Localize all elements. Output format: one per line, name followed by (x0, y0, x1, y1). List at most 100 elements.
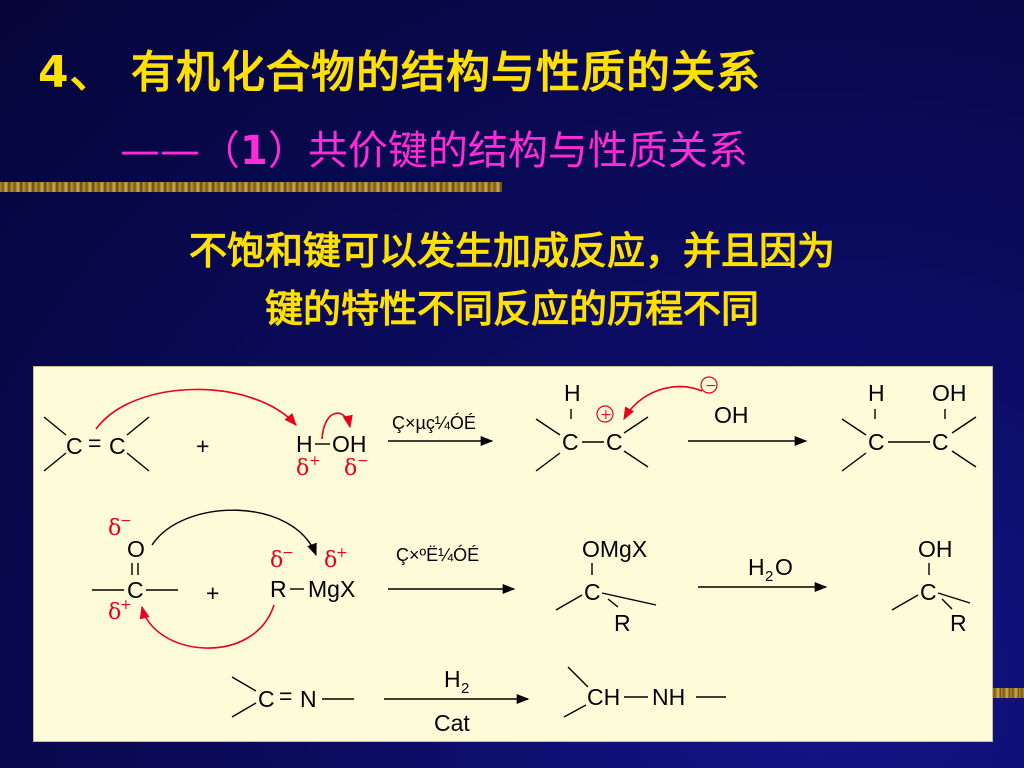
subtitle-dash: —— (120, 128, 200, 174)
decorative-divider-right (992, 688, 1024, 698)
water-subscript: 2 (765, 568, 773, 585)
water-h: H (296, 431, 313, 457)
bond (567, 666, 589, 688)
reaction-1: C = C + H OH δ + δ − Ç×µç¼ÓÉ H C (43, 376, 977, 481)
grignard-r: R (270, 576, 287, 602)
plus-sign: + (206, 580, 219, 606)
decorative-divider (0, 182, 502, 192)
bond (623, 416, 649, 434)
hydrogen-reagent: H (444, 666, 461, 692)
carbonyl-oxygen: O (127, 536, 145, 562)
title-number: 4 (38, 47, 70, 98)
grignard-r-partial-sign: − (282, 545, 294, 561)
intermediate-r: R (614, 610, 631, 636)
bond (43, 416, 67, 436)
subtitle-close-paren: ） (267, 128, 308, 174)
imine-carbon: C (258, 686, 275, 712)
hydroxide: OH (714, 402, 749, 428)
carbonyl-o-partial-delta: δ (108, 516, 121, 541)
intermediate-carbon-1: C (562, 429, 579, 455)
alkene-carbon-2: C (109, 433, 126, 459)
intermediate-carbon-2: C (606, 429, 623, 455)
plus-sign: + (196, 433, 209, 459)
bond (535, 418, 561, 436)
bond (951, 450, 977, 468)
statement-line-1: 不饱和键可以发生加成反应，并且因为 (188, 228, 835, 273)
imine-nitrogen: N (300, 686, 317, 712)
water-oh: OH (332, 431, 367, 457)
reaction-condition: Ç×ºË¼ÓÉ (396, 544, 479, 565)
grignard-mg-partial-delta: δ (324, 548, 337, 573)
statement-text: 不饱和键可以发生加成反应，并且因为 键的特性不同反应的历程不同 (40, 222, 984, 338)
electron-arrow (321, 412, 353, 440)
grignard-mgx: MgX (308, 576, 355, 602)
partial-negative-delta: δ (344, 456, 357, 481)
water-o: O (775, 554, 793, 580)
water-h: H (748, 554, 765, 580)
bond (891, 594, 919, 611)
carbonyl-c-partial-delta: δ (108, 600, 121, 625)
hydrogen-subscript: 2 (461, 680, 469, 697)
bond (231, 676, 257, 692)
title-separator: 、 (69, 47, 115, 98)
page-title: 4、 有机化合物的结构与性质的关系 (38, 36, 761, 100)
partial-positive-sign: + (309, 453, 321, 469)
product-carbon-2: C (932, 429, 949, 455)
intermediate-omgx: OMgX (582, 536, 647, 562)
electron-arrow (151, 509, 317, 557)
reaction-diagram-panel: C = C + H OH δ + δ − Ç×µç¼ÓÉ H C (33, 366, 993, 742)
grignard-mg-partial-sign: + (336, 545, 348, 561)
reaction-condition: Ç×µç¼ÓÉ (392, 412, 476, 433)
bond (841, 452, 867, 472)
reaction-3: C = N H 2 Cat CH NH (231, 666, 726, 736)
intermediate-carbon: C (584, 579, 601, 605)
bond (607, 598, 619, 608)
bond (555, 594, 583, 611)
electron-arrow (623, 385, 703, 421)
bond (231, 702, 257, 718)
bond (623, 450, 649, 468)
title-text: 有机化合物的结构与性质的关系 (130, 47, 761, 98)
statement-line-2: 键的特性不同反应的历程不同 (264, 286, 759, 331)
bond (126, 452, 150, 472)
bond (941, 598, 953, 610)
cation-charge-circle (596, 405, 614, 423)
product-oh: OH (918, 536, 953, 562)
alkene-carbon-1: C (66, 433, 83, 459)
partial-negative-sign: − (357, 453, 369, 469)
subtitle-text: 共价键的结构与性质关系 (307, 128, 748, 174)
product-h: H (868, 380, 885, 406)
imine-double-bond: = (279, 683, 292, 709)
product-oh: OH (932, 380, 967, 406)
carbonyl-carbon: C (127, 577, 144, 603)
carbonyl-o-partial-sign: − (120, 513, 132, 529)
bond (937, 592, 971, 604)
partial-positive-delta: δ (296, 456, 309, 481)
reaction-2: δ − O C δ + + δ − δ + R MgX Ç×ºË¼ÓÉ OMgX (92, 509, 971, 649)
subtitle-open-paren: （ (200, 128, 240, 174)
cation-charge: + (600, 407, 612, 423)
anion-charge-circle (700, 376, 718, 394)
product-r: R (950, 610, 967, 636)
bond (601, 592, 657, 606)
anion-charge: − (705, 378, 717, 394)
reaction-diagram: C = C + H OH δ + δ − Ç×µç¼ÓÉ H C (43, 376, 977, 736)
carbonyl-c-partial-sign: + (120, 597, 132, 613)
bond (841, 418, 867, 436)
intermediate-h: H (564, 380, 581, 406)
electron-arrow (139, 604, 275, 649)
amine-nh: NH (652, 684, 685, 710)
bond (535, 452, 561, 472)
product-carbon-1: C (868, 429, 885, 455)
product-carbon: C (920, 579, 937, 605)
subtitle-number: 1 (240, 128, 268, 174)
bond (951, 416, 977, 434)
catalyst-label: Cat (434, 710, 470, 736)
electron-arrow (95, 388, 297, 430)
grignard-r-partial-delta: δ (270, 548, 283, 573)
page-subtitle: ——（1）共价键的结构与性质关系 (120, 118, 748, 176)
amine-ch: CH (587, 684, 620, 710)
bond (126, 416, 150, 436)
bond (563, 704, 587, 718)
double-bond: = (88, 430, 101, 456)
